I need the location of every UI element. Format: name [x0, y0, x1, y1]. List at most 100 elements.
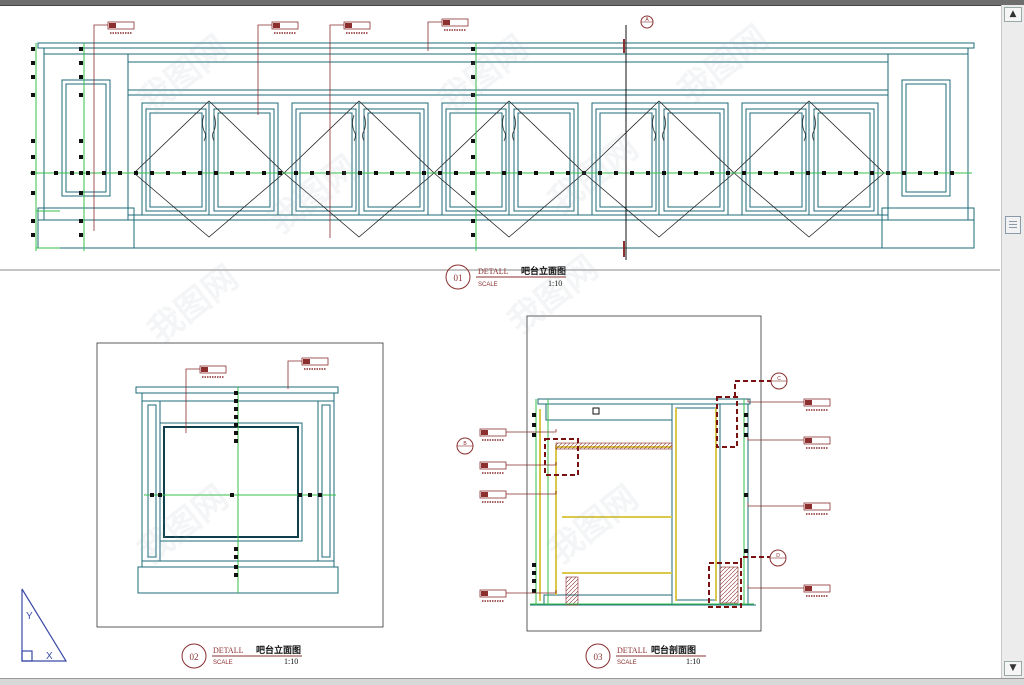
- dimension-tick: [532, 413, 536, 417]
- tag-code-fill: [805, 438, 812, 443]
- dimension-tick: [31, 61, 35, 65]
- dimension-tick: [471, 93, 475, 97]
- dimension-tick: [358, 171, 362, 175]
- leader-line: [747, 437, 804, 441]
- dimension-tick: [182, 171, 186, 175]
- dimension-tick: [31, 93, 35, 97]
- dimension-tick: [902, 171, 906, 175]
- panel-left-inner: [299, 112, 353, 208]
- panel-left: [145, 108, 207, 212]
- dimension-tick: [214, 171, 218, 175]
- tag-box: [479, 490, 507, 499]
- annotation-tag: [427, 18, 469, 51]
- bay-outer-frame: [591, 102, 729, 216]
- dimension-tick: [318, 493, 322, 497]
- dimension-tick: [31, 155, 35, 159]
- door-handle-icon: [652, 114, 666, 142]
- dimension-tick: [534, 171, 538, 175]
- annotation-tags-03: [479, 398, 831, 602]
- tag-code-fill: [273, 23, 280, 28]
- tag-code-fill: [481, 430, 488, 435]
- tag-box: [271, 21, 299, 30]
- view-number-01: 01: [454, 273, 463, 283]
- dimension-tick: [950, 171, 954, 175]
- tag-box: [199, 365, 227, 374]
- scroll-down-button[interactable]: ▼: [1004, 661, 1022, 676]
- tag-code-fill: [345, 23, 352, 28]
- elevation-01: A 01 DETALL 吧台立面图 SCALE 1:10: [0, 15, 1000, 290]
- dimension-tick: [678, 171, 682, 175]
- tag-box: [107, 21, 135, 30]
- horizontal-scrollbar[interactable]: [0, 678, 1024, 685]
- dimension-tick: [744, 549, 748, 553]
- dimension-tick: [79, 47, 83, 51]
- dimension-tick: [532, 423, 536, 427]
- view-title-02: 02 DETALL 吧台立面图 SCALE 1:10: [181, 643, 302, 669]
- scroll-thumb[interactable]: [1005, 216, 1021, 234]
- dimension-tick: [31, 171, 35, 175]
- tag-code-fill: [805, 586, 812, 591]
- dimension-tick: [234, 407, 238, 411]
- dimension-guides-01: [30, 43, 972, 251]
- annotation-tag: [93, 21, 135, 231]
- dimension-tick: [70, 171, 74, 175]
- dimension-tick: [374, 171, 378, 175]
- dimension-tick: [234, 565, 238, 569]
- dimension-tick: [234, 415, 238, 419]
- bar-cabinet-body: [37, 42, 975, 249]
- cad-drawing[interactable]: A 01 DETALL 吧台立面图 SCALE 1:10: [0, 5, 1000, 678]
- dimension-tick: [79, 191, 83, 195]
- dimension-tick: [262, 171, 266, 175]
- tag-code-fill: [109, 23, 116, 28]
- dimension-tick: [246, 171, 250, 175]
- panel-left: [745, 108, 807, 212]
- dimension-tick: [662, 171, 666, 175]
- detail-marker-label: D: [776, 553, 780, 559]
- tag-box: [343, 21, 371, 30]
- dimension-tick: [822, 171, 826, 175]
- dimension-tick: [726, 171, 730, 175]
- dimension-tick: [471, 191, 475, 195]
- dimension-tick: [471, 75, 475, 79]
- view-title-text-02: 吧台立面图: [256, 644, 301, 655]
- dimension-tick: [518, 171, 522, 175]
- window-top-bar: [0, 0, 1024, 6]
- dimension-tick: [150, 493, 154, 497]
- dimension-tick: [158, 493, 162, 497]
- view-title-text-03: 吧台剖面图: [651, 644, 696, 655]
- annotation-tags-01: [93, 18, 469, 238]
- dimension-ticks-01: [31, 47, 954, 237]
- dimension-tick: [566, 171, 570, 175]
- dimension-tick: [79, 233, 83, 237]
- annotation-tag: [479, 461, 557, 474]
- vertical-scrollbar[interactable]: ▲ ▼: [1001, 5, 1024, 678]
- tag-box: [479, 589, 507, 598]
- detail-label-01: DETALL: [478, 267, 509, 276]
- elevation-02: 02 DETALL 吧台立面图 SCALE 1:10: [96, 342, 384, 669]
- dimension-tick: [870, 171, 874, 175]
- watermark-text: 我图网: [142, 259, 246, 352]
- dimension-tick: [710, 171, 714, 175]
- dimension-tick: [934, 171, 938, 175]
- leader-line: [427, 21, 442, 51]
- tag-code-fill: [443, 20, 450, 25]
- dimension-tick: [806, 171, 810, 175]
- scroll-up-button[interactable]: ▲: [1004, 7, 1022, 22]
- dimension-tick: [234, 573, 238, 577]
- dimension-tick: [234, 439, 238, 443]
- annotation-tag: [479, 428, 557, 441]
- dimension-tick: [471, 47, 475, 51]
- plinth-hatch: [565, 576, 579, 606]
- dimension-tick: [79, 155, 83, 159]
- tag-code-fill: [481, 591, 488, 596]
- dimension-tick: [234, 431, 238, 435]
- panel-right-inner: [667, 112, 721, 208]
- detail-marker-label: C: [777, 376, 781, 382]
- annotation-tag: [747, 584, 831, 597]
- tag-box: [803, 502, 831, 511]
- dimension-tick: [486, 171, 490, 175]
- dimension-tick: [150, 171, 154, 175]
- dimension-tick: [118, 171, 122, 175]
- bay-outer-frame: [291, 102, 429, 216]
